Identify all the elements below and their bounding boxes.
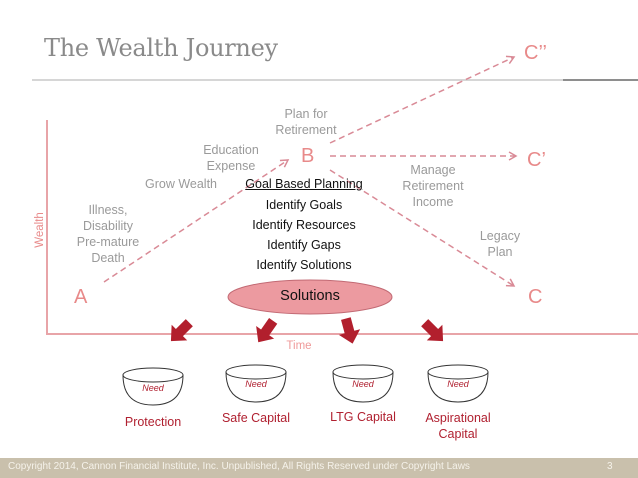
path-a-to-b: [103, 159, 290, 283]
planning-step: Identify Solutions: [256, 258, 352, 272]
planning-step: Identify Goals: [265, 198, 343, 212]
label-education-expense: Education Expense: [203, 143, 259, 173]
bowl-aspirational-capital-icon: [427, 364, 489, 403]
slide-title: The Wealth Journey: [44, 34, 278, 62]
y-axis-label: Wealth: [34, 212, 46, 248]
point-a: A: [74, 286, 88, 308]
arrow-aspirational-capital-icon: [421, 319, 444, 342]
bowl-need-text: Need: [352, 379, 374, 389]
copyright-text: Copyright 2014, Cannon Financial Institu…: [8, 461, 470, 472]
bowl-safe-capital-icon: [225, 364, 287, 403]
footer-bar: [0, 458, 638, 478]
label-plan-for-retirement: Plan for Retirement: [275, 107, 337, 137]
path-b-to-c-double-prime: [329, 55, 516, 144]
title-divider-accent: [563, 79, 638, 81]
point-c: C: [528, 286, 543, 308]
planning-heading: Goal Based Planning: [245, 177, 363, 191]
page-number: 3: [607, 461, 613, 472]
label-legacy-plan: Legacy Plan: [479, 229, 521, 259]
need-label-aspirational-capital: Aspirational Capital: [425, 411, 491, 441]
arrow-safe-capital-icon: [256, 318, 278, 343]
arrow-protection-icon: [170, 319, 193, 342]
need-label-ltg-capital: LTG Capital: [330, 410, 396, 424]
label-illness: Illness, Disability Pre-mature Death: [76, 203, 140, 265]
path-b-to-c: [329, 169, 516, 287]
point-c-prime: C’: [527, 149, 546, 171]
label-grow-wealth: Grow Wealth: [144, 177, 217, 191]
x-axis-label: Time: [286, 340, 312, 352]
point-c-double-prime: C’’: [524, 42, 547, 64]
planning-step: Identify Gaps: [267, 238, 341, 252]
bowl-ltg-capital-icon: [332, 364, 394, 403]
solutions-ellipse: [227, 279, 393, 315]
point-b: B: [301, 145, 315, 167]
bowl-need-text: Need: [245, 379, 267, 389]
need-label-protection: Protection: [124, 415, 182, 429]
solutions-label: Solutions: [280, 288, 340, 304]
bowl-protection-icon: [122, 367, 184, 406]
bowl-need-text: Need: [447, 379, 469, 389]
bowl-need-text: Need: [142, 383, 164, 393]
arrow-ltg-capital-icon: [338, 317, 361, 344]
title-divider: [32, 79, 638, 81]
planning-step: Identify Resources: [252, 218, 356, 232]
label-manage-retirement-income: Manage Retirement Income: [402, 163, 464, 209]
need-label-safe-capital: Safe Capital: [221, 411, 291, 425]
